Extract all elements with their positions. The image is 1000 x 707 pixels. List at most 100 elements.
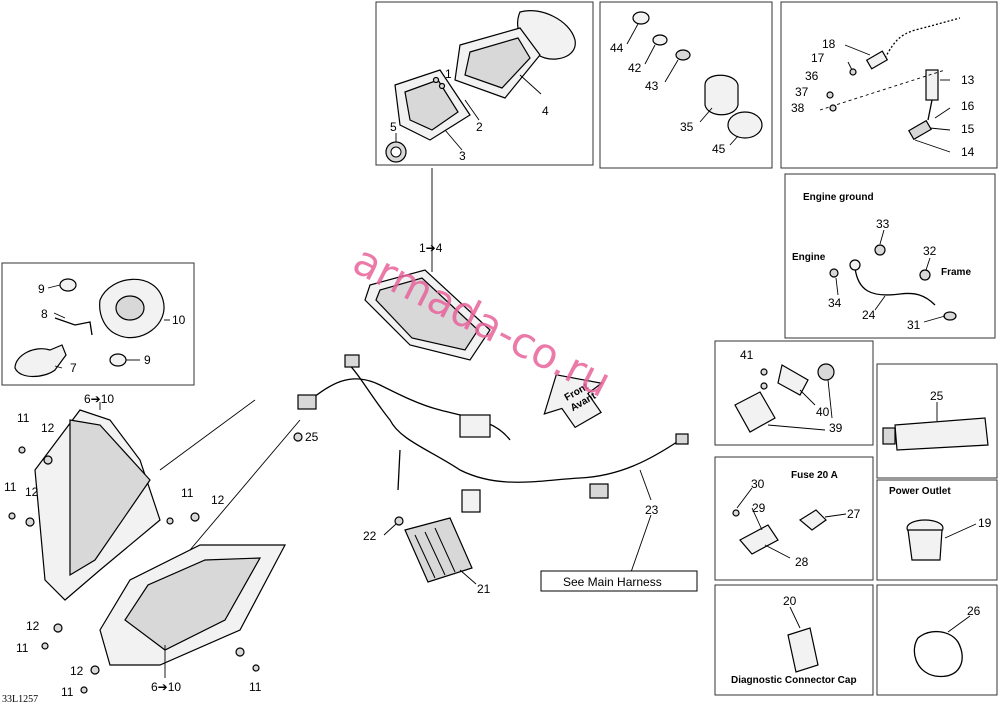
callout-11c: 11 — [181, 486, 194, 500]
callout-43: 43 — [645, 79, 659, 93]
callout-37: 37 — [795, 85, 809, 99]
clamp-inset: 26 — [876, 584, 998, 696]
callout-3: 3 — [459, 149, 466, 163]
screw-icon — [18, 446, 26, 454]
coiled-cable — [884, 17, 961, 59]
callout-40: 40 — [816, 405, 830, 419]
nut-icon — [235, 647, 245, 657]
key-cap-icon — [632, 11, 650, 25]
main-harness-ref: 23 See Main Harness — [540, 469, 698, 592]
callout-10: 10 — [172, 313, 186, 327]
switch-connector — [727, 111, 763, 139]
headlight-bulb — [14, 344, 67, 378]
nut-icon — [190, 512, 200, 522]
throttle-sensor-inset: 18 17 36 37 38 13 16 15 14 — [780, 1, 998, 169]
callout-24: 24 — [862, 308, 876, 322]
nut-icon — [53, 623, 63, 633]
callout-11b: 11 — [4, 480, 17, 494]
tube-cap — [882, 427, 896, 445]
screw-icon — [438, 82, 446, 90]
screw-icon — [166, 517, 174, 525]
drawing-code: 33L1257 — [2, 694, 38, 705]
headlight-fasteners: 11 12 11 12 11 12 12 11 12 11 11 — [4, 411, 262, 699]
callout-18: 18 — [822, 37, 836, 51]
grommet-icon — [817, 363, 835, 381]
relay-bracket — [777, 364, 809, 396]
nut-icon — [919, 269, 931, 281]
wiring-harness: 25 — [293, 354, 689, 513]
headlight-bulb-inset: 9 8 7 10 9 — [1, 262, 195, 386]
callout-25-clip: 25 — [305, 430, 319, 444]
front-arrow: Front Avant — [543, 374, 604, 429]
callout-32: 32 — [923, 244, 937, 258]
callout-36: 36 — [805, 69, 819, 83]
connector-icon — [461, 489, 481, 513]
callout-11d: 11 — [16, 641, 29, 655]
callout-13: 13 — [961, 73, 975, 87]
callout-6to10-bottom: 6➔10 — [151, 680, 181, 694]
callout-12d: 12 — [26, 619, 40, 633]
fuse-icon — [798, 509, 827, 531]
engine-ground-title: Engine ground — [803, 192, 874, 203]
sensor-plug — [908, 119, 932, 141]
connector-icon — [675, 433, 689, 445]
callout-12c: 12 — [211, 493, 225, 507]
fuse-holder — [739, 524, 779, 555]
nut-icon — [43, 455, 53, 465]
relay-body — [734, 391, 776, 433]
callout-11e: 11 — [61, 685, 74, 699]
diagnostic-cap — [787, 627, 819, 673]
callout-12e: 12 — [70, 664, 84, 678]
callout-11a: 11 — [17, 411, 30, 425]
see-main-harness-label: See Main Harness — [563, 575, 662, 589]
callout-20: 20 — [783, 594, 797, 608]
callout-9a: 9 — [38, 282, 45, 296]
cluster-bezel-window — [404, 79, 459, 131]
engine-label: Engine — [792, 252, 826, 263]
fuse-inset: Fuse 20 A 30 29 27 28 — [714, 456, 874, 581]
callout-29: 29 — [752, 501, 766, 515]
nut-icon — [90, 665, 100, 675]
connector-icon — [589, 483, 609, 499]
power-outlet-label: Power Outlet — [889, 486, 951, 497]
callout-9b: 9 — [144, 353, 151, 367]
callout-44: 44 — [610, 41, 624, 55]
bulb-icon — [59, 278, 77, 292]
callout-33: 33 — [876, 217, 890, 231]
relay-inset: 41 40 39 — [714, 340, 874, 446]
voltage-regulator: 22 21 — [363, 516, 491, 596]
callout-5: 5 — [390, 120, 397, 134]
left-headlight-housing: 6➔10 — [34, 392, 256, 601]
callout-38: 38 — [791, 101, 805, 115]
callout-42: 42 — [628, 61, 642, 75]
callout-1: 1 — [445, 67, 452, 81]
callout-16: 16 — [961, 99, 975, 113]
main-cluster-housing: 1➔4 — [364, 168, 491, 361]
connector-icon — [297, 394, 317, 410]
frame-label: Frame — [941, 267, 971, 278]
nut-icon — [652, 34, 668, 46]
cluster-display — [464, 37, 531, 89]
ignition-switch — [704, 74, 739, 116]
callout-6to10-top: 6➔10 — [84, 392, 114, 406]
grease-tube — [894, 417, 989, 451]
screw-icon — [41, 642, 49, 650]
clip-icon — [293, 432, 303, 442]
screw-icon — [252, 664, 260, 672]
callout-14: 14 — [961, 145, 975, 159]
leader-arrow — [159, 399, 256, 471]
callout-1to4: 1➔4 — [419, 241, 443, 255]
callout-28: 28 — [795, 555, 809, 569]
callout-12a: 12 — [41, 421, 55, 435]
cable-end — [865, 50, 889, 70]
callout-31: 31 — [907, 318, 921, 332]
screw-icon — [8, 512, 16, 520]
callout-23: 23 — [645, 503, 659, 517]
callout-35: 35 — [680, 120, 694, 134]
screw-icon — [80, 686, 88, 694]
washer-icon — [675, 49, 691, 61]
callout-34: 34 — [828, 296, 842, 310]
callout-30: 30 — [751, 477, 765, 491]
instrument-cluster-inset: 4 2 3 5 1 — [375, 1, 594, 166]
